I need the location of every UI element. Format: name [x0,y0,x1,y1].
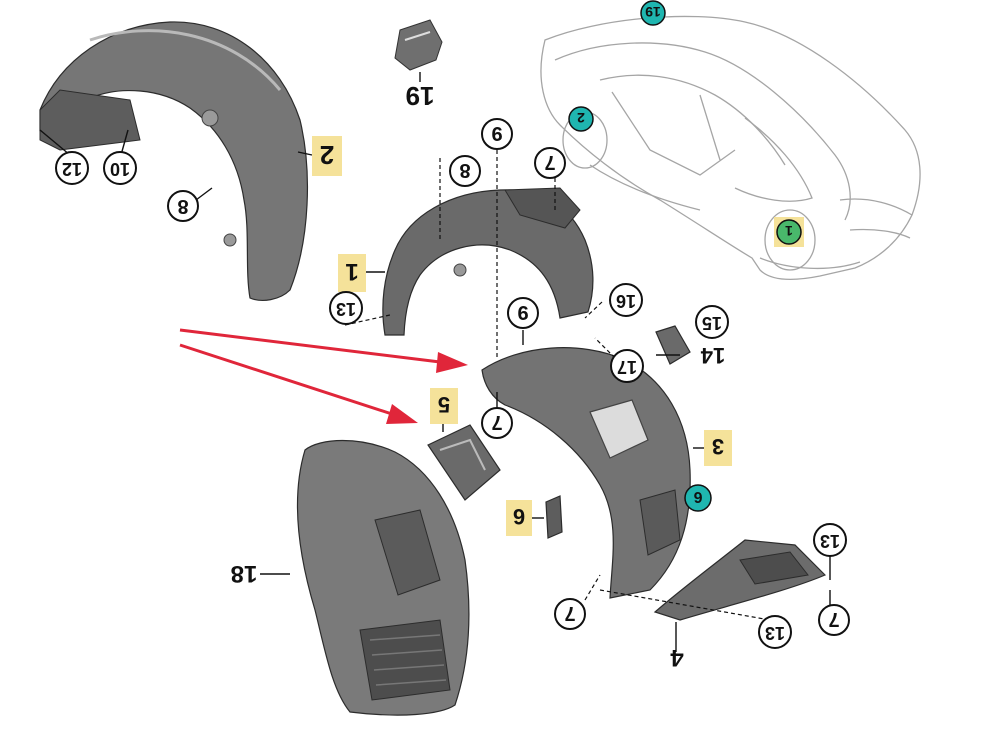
car-label-19: 19 [645,4,661,20]
callout-13-low: 13 [758,615,792,649]
label-5: 5 [438,392,450,417]
callout-15: 15 [695,305,729,339]
car-badge-2: 2 [568,106,594,132]
callout-8-mid: 8 [449,155,481,187]
callout-4: 4 [670,644,684,671]
callout-3: 3 [704,430,732,466]
callout-19: 19 [406,81,435,111]
front-wheel-arch-liner-1 [382,187,594,336]
car-label-2: 2 [577,110,585,126]
label-13a: 13 [336,299,356,319]
arrow-2 [179,343,418,424]
callout-1: 1 [338,254,366,292]
label-6-badge: 6 [693,488,702,505]
label-3: 3 [712,434,724,459]
callout-18: 18 [231,560,258,587]
label-2: 2 [320,140,334,170]
callout-6-badge: 6 [684,484,712,512]
car-badge-19: 19 [640,0,666,26]
label-18: 18 [231,560,258,587]
insert-part-5 [427,424,501,501]
label-8a: 8 [177,195,188,217]
label-7c: 7 [564,602,575,624]
label-10: 10 [110,159,130,179]
car-label-1: 1 [785,223,793,239]
label-7a: 7 [544,151,555,173]
label-17: 17 [617,357,637,377]
rear-wheel-arch-liner-2 [39,21,308,301]
callout-12: 12 [55,151,89,185]
label-14: 14 [700,343,725,368]
callout-17: 17 [610,349,644,383]
label-19: 19 [406,81,435,111]
label-1: 1 [345,258,358,285]
label-7d: 7 [828,608,839,630]
callout-7-top: 7 [534,147,566,179]
callout-13-left: 13 [329,291,363,325]
label-13b: 13 [765,623,785,643]
callout-9-top: 9 [481,118,513,150]
label-15: 15 [702,313,722,333]
label-9a: 9 [491,122,502,144]
insert-part-15 [655,325,691,365]
wheel-arch-liner-18 [297,439,470,716]
label-9b: 9 [517,301,528,323]
label-4: 4 [670,644,684,671]
cover-panel-4 [653,539,827,621]
arrow-1 [179,328,468,373]
car-outline [540,15,921,280]
car-badge-1: 1 [774,217,804,247]
label-7b: 7 [491,411,502,433]
callout-7-low: 7 [554,598,586,630]
callout-16: 16 [609,283,643,317]
callout-8-top: 8 [167,190,199,222]
callout-10: 10 [103,151,137,185]
callout-6: 6 [506,500,532,536]
leader-lines [39,72,831,652]
wheel-arch-liner-3 [481,347,691,599]
callout-7-mid: 7 [481,407,513,439]
callout-2: 2 [312,136,342,176]
label-13c: 13 [820,531,840,551]
insert-part-6 [545,495,563,539]
callout-14: 14 [700,343,725,368]
label-6: 6 [513,504,525,529]
callout-9-mid: 9 [507,297,539,329]
part-19-icon [394,19,443,71]
label-16: 16 [616,291,636,311]
callout-7-right: 7 [818,604,850,636]
label-12: 12 [62,159,82,179]
label-8b: 8 [459,159,470,181]
callout-5: 5 [430,388,458,424]
callout-13-right: 13 [813,523,847,557]
